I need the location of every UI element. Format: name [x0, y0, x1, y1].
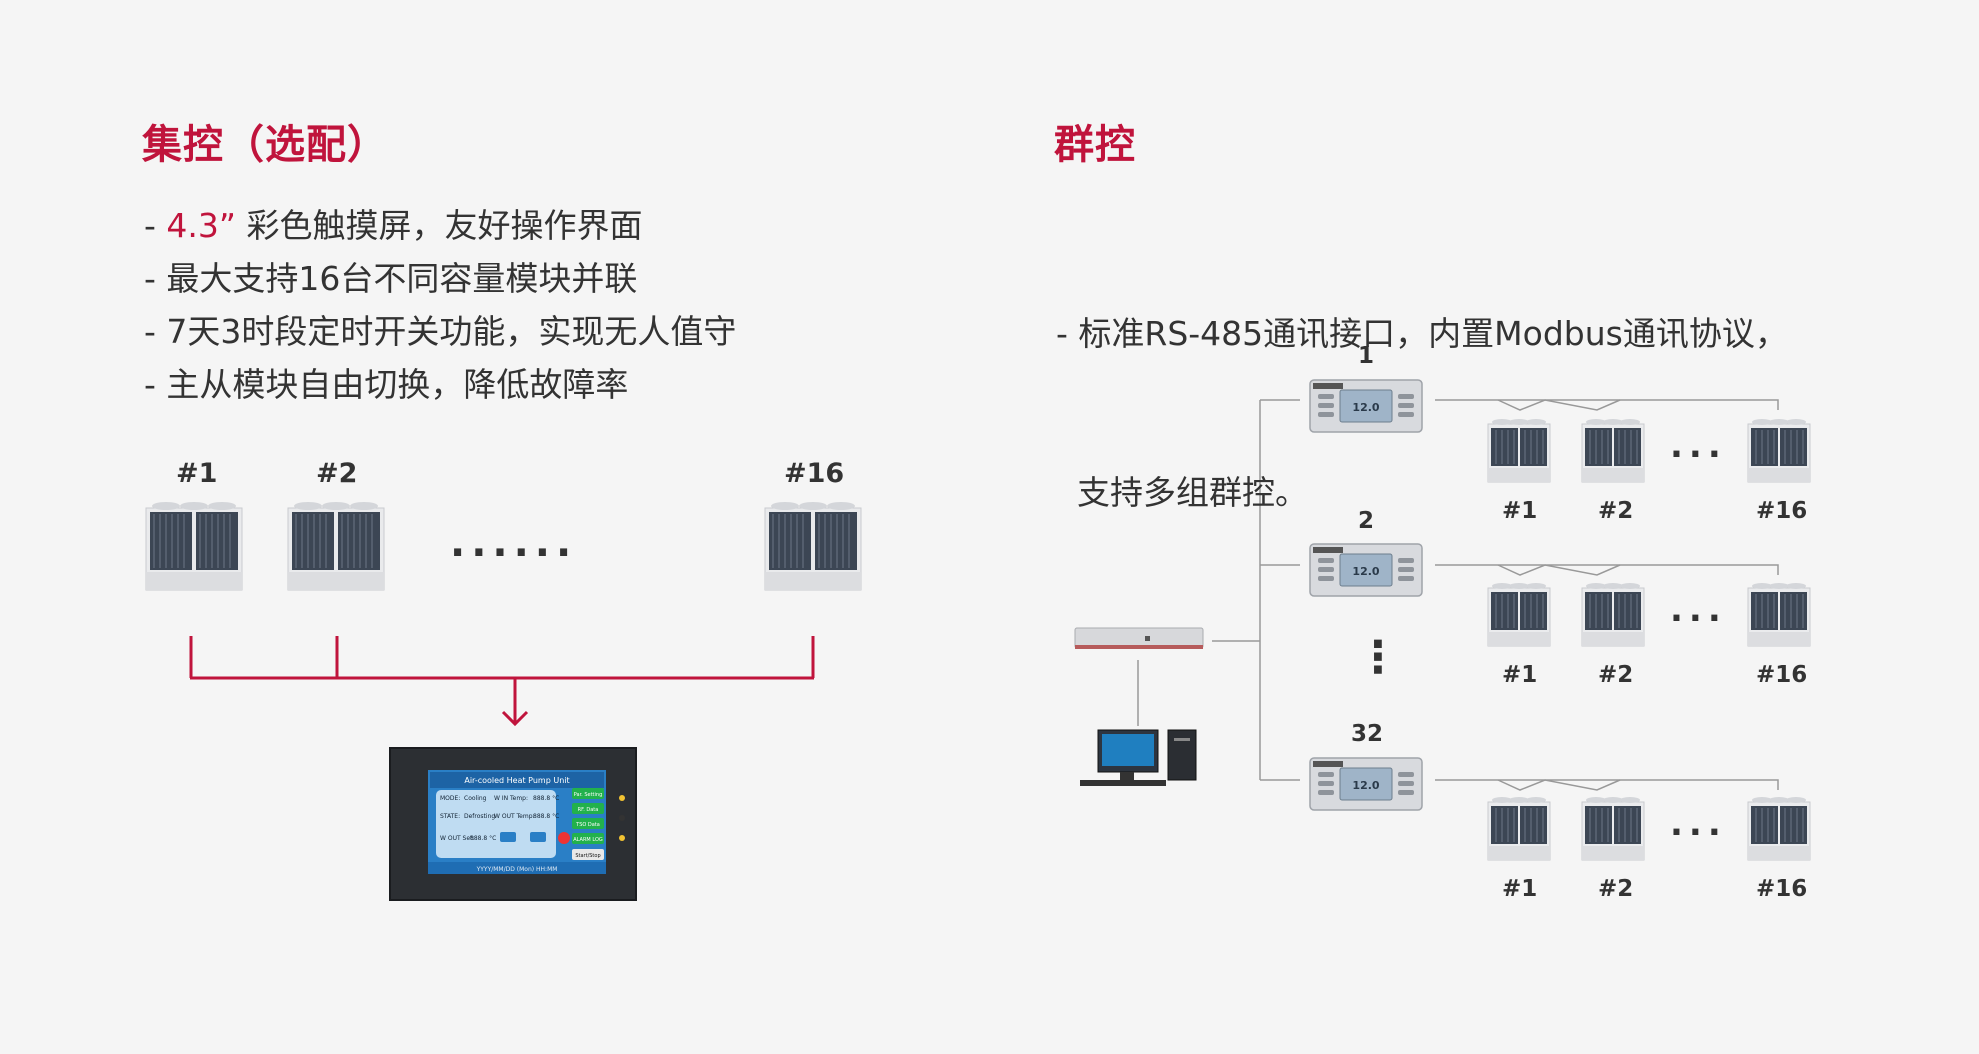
group1-label-16: #16 [1756, 498, 1808, 524]
right-bullet-1: - 标准RS-485通讯接口，内置Modbus通讯协议， [1056, 314, 1788, 353]
group32-unit-1 [1487, 796, 1551, 861]
screen-win-label: W IN Temp: [494, 795, 528, 802]
network-switch [1074, 627, 1204, 649]
heat-pump-unit-2 [287, 501, 385, 591]
heat-pump-unit-1 [145, 501, 243, 591]
controller-1-display: 12.0 [1352, 401, 1379, 414]
controller-label-2: 2 [1358, 508, 1375, 534]
screen-set-value: 888.8 °C [470, 835, 496, 842]
left-bullet-4: - 主从模块自由切换，降低故障率 [144, 365, 629, 404]
screen-state-label: STATE: [440, 813, 460, 820]
group2-unit-16 [1747, 582, 1811, 647]
group1-label-2: #2 [1598, 498, 1634, 524]
group2-label-2: #2 [1598, 662, 1634, 688]
controller-label-1: 1 [1358, 343, 1375, 369]
group2-label-16: #16 [1756, 662, 1808, 688]
computer [1080, 729, 1197, 786]
controller-2-display: 12.0 [1352, 565, 1379, 578]
group2-ellipsis: ... [1670, 590, 1727, 630]
screen-size-highlight: 4.3” [166, 206, 236, 245]
left-bullet-1: - 4.3” 彩色触摸屏，友好操作界面 [144, 206, 643, 245]
group1-label-1: #1 [1502, 498, 1538, 524]
screen-wout-value: 888.8 °C [533, 813, 559, 820]
screen-win-value: 888.8 °C [533, 795, 559, 802]
screen-btn-rf[interactable]: RF. Data [578, 807, 599, 813]
controller-label-32: 32 [1351, 721, 1384, 747]
unit-label-1: #1 [176, 458, 218, 489]
screen-mode-value: Cooling [464, 795, 487, 802]
screen-btn-tso[interactable]: TSO Data [575, 822, 600, 828]
controllers-vertical-ellipsis: ⋮ [1356, 632, 1400, 683]
heat-pump-unit-16 [764, 501, 862, 591]
right-bullet-list: - 标准RS-485通讯接口，内置Modbus通讯协议， 支持多组群控。 [1056, 201, 1956, 572]
right-connection-lines [1137, 399, 1779, 791]
screen-mode-label: MODE: [440, 795, 460, 802]
screen-btn-alarm[interactable]: ALARM LOG [573, 837, 603, 843]
group32-label-1: #1 [1502, 876, 1538, 902]
units-ellipsis: ...... [450, 520, 578, 566]
unit-label-16: #16 [784, 458, 845, 489]
right-bullet-2: 支持多组群控。 [1056, 473, 1308, 512]
screen-btn-par[interactable]: Par. Setting [574, 792, 603, 798]
group1-ellipsis: ... [1670, 426, 1727, 466]
screen-wout-label: W OUT Temp: [494, 813, 535, 820]
group32-label-2: #2 [1598, 876, 1634, 902]
unit-label-2: #2 [316, 458, 358, 489]
screen-title: Air-cooled Heat Pump Unit [464, 776, 569, 785]
group2-label-1: #1 [1502, 662, 1538, 688]
screen-btn-start-stop[interactable]: Start/Stop [575, 853, 600, 859]
screen-state-value: Defrosting [464, 813, 495, 820]
left-title: 集控（选配） [142, 122, 388, 168]
screen-set-label: W OUT Set: [440, 835, 474, 842]
group2-unit-2 [1581, 582, 1645, 647]
left-bullet-2: - 最大支持16台不同容量模块并联 [144, 259, 638, 298]
group2-unit-1 [1487, 582, 1551, 647]
group32-ellipsis: ... [1670, 804, 1727, 844]
controller-32-display: 12.0 [1352, 779, 1379, 792]
touch-panel: Air-cooled Heat Pump Unit MODE: Cooling … [389, 747, 637, 901]
left-bullet-list: - 4.3” 彩色触摸屏，友好操作界面 - 最大支持16台不同容量模块并联 - … [144, 199, 864, 411]
screen-footer: YYYY/MM/DD (Mon) HH:MM [476, 866, 558, 873]
left-bullet-3: - 7天3时段定时开关功能，实现无人值守 [144, 312, 737, 351]
group32-unit-2 [1581, 796, 1645, 861]
group32-label-16: #16 [1756, 876, 1808, 902]
right-title: 群控 [1054, 122, 1136, 168]
left-connection-lines [189, 636, 815, 727]
group32-unit-16 [1747, 796, 1811, 861]
